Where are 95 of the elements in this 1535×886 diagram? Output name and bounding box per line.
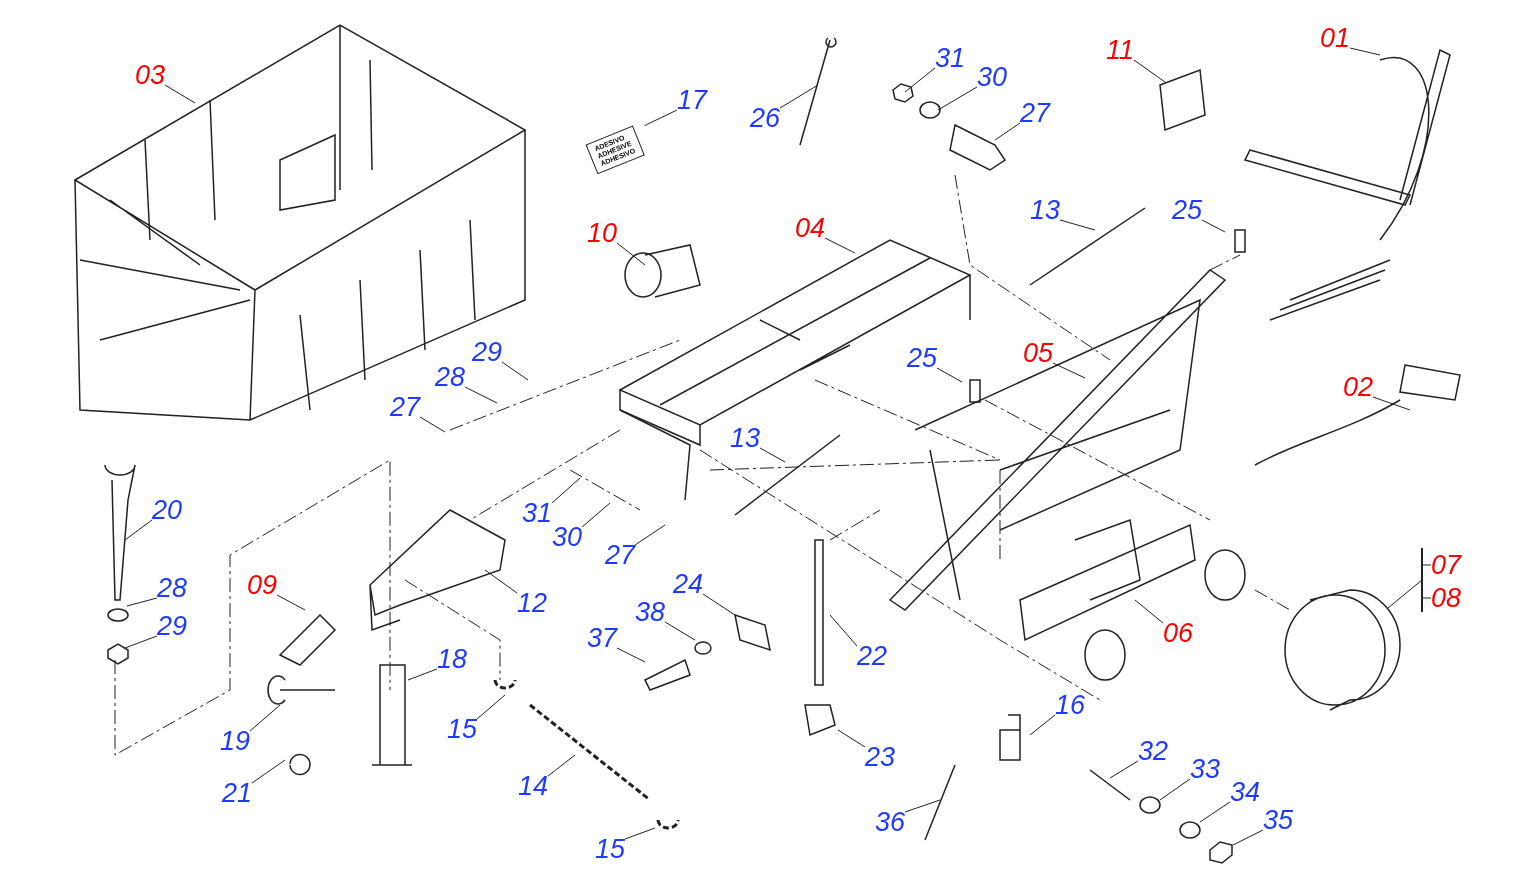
callout-number: 08 xyxy=(1431,584,1461,612)
leader-line xyxy=(904,799,941,813)
leader-line xyxy=(936,367,963,383)
callout-number: 30 xyxy=(552,523,582,551)
callout-number: 18 xyxy=(437,645,467,673)
leader-line xyxy=(276,594,306,611)
leader-line xyxy=(904,67,936,93)
callout-number: 12 xyxy=(517,589,547,617)
leader-line xyxy=(779,84,819,109)
leader-line xyxy=(1422,597,1432,599)
callout-number: 05 xyxy=(1023,339,1053,367)
leader-line xyxy=(249,704,281,732)
callout-number: 34 xyxy=(1230,778,1260,806)
leader-line xyxy=(624,827,656,840)
callout-number: 19 xyxy=(220,727,250,755)
callout-number: 32 xyxy=(1138,737,1168,765)
callout-number: 29 xyxy=(472,338,502,366)
callout-number: 25 xyxy=(907,344,937,372)
leader-line xyxy=(1109,760,1139,779)
callout-number: 22 xyxy=(857,642,887,670)
leader-line xyxy=(547,754,576,777)
leader-line xyxy=(1059,219,1096,231)
callout-number: 20 xyxy=(152,496,182,524)
callout-number: 37 xyxy=(587,624,617,652)
leader-line xyxy=(407,668,438,681)
callout-number: 13 xyxy=(730,424,760,452)
callout-number: 23 xyxy=(865,743,895,771)
leader-line xyxy=(1349,47,1381,56)
leader-line xyxy=(1372,396,1411,411)
callout-number: 16 xyxy=(1055,691,1085,719)
leader-line xyxy=(1199,801,1231,823)
callout-number: 31 xyxy=(935,44,965,72)
leader-line xyxy=(1201,219,1226,233)
leader-line xyxy=(643,109,678,127)
leader-line xyxy=(837,729,866,748)
leader-line xyxy=(702,593,736,616)
leader-line xyxy=(937,86,978,111)
callout-number: 04 xyxy=(795,214,825,242)
leader-line xyxy=(829,614,858,647)
callout-number: 21 xyxy=(222,779,252,807)
callout-number: 28 xyxy=(157,574,187,602)
leader-line xyxy=(476,694,506,720)
callout-number: 07 xyxy=(1431,551,1461,579)
leader-line xyxy=(1232,829,1264,846)
callout-number: 38 xyxy=(635,598,665,626)
leader-line xyxy=(1422,564,1432,566)
callout-number: 26 xyxy=(750,104,780,132)
callout-number: 35 xyxy=(1263,806,1293,834)
callout-number: 13 xyxy=(1030,196,1060,224)
callout-number: 09 xyxy=(247,571,277,599)
leader-line xyxy=(759,447,786,463)
callout-number: 33 xyxy=(1190,755,1220,783)
leader-line xyxy=(994,122,1021,141)
leader-line xyxy=(824,237,856,254)
callout-number: 31 xyxy=(522,499,552,527)
leader-line xyxy=(1029,714,1056,736)
callout-number: 24 xyxy=(673,570,703,598)
callout-number: 02 xyxy=(1343,373,1373,401)
leader-line xyxy=(581,502,611,528)
callout-number: 14 xyxy=(518,772,548,800)
leader-line xyxy=(251,759,286,784)
callout-number: 15 xyxy=(595,835,625,863)
callout-number: 25 xyxy=(1172,196,1202,224)
callout-number: 27 xyxy=(1020,99,1050,127)
leader-line xyxy=(634,524,666,546)
leader-line xyxy=(464,386,498,404)
callout-number: 11 xyxy=(1106,36,1134,64)
leader-line xyxy=(616,647,646,663)
leader-line xyxy=(124,635,158,649)
leader-line xyxy=(124,519,153,541)
leader-line xyxy=(551,477,581,504)
callout-number: 01 xyxy=(1320,24,1350,52)
leader-line xyxy=(664,621,696,641)
callout-number: 29 xyxy=(157,612,187,640)
leader-line xyxy=(484,569,518,594)
leader-line xyxy=(164,84,196,104)
leader-line xyxy=(1134,599,1164,624)
leader-line xyxy=(501,361,529,381)
callout-number: 27 xyxy=(390,393,420,421)
leader-line xyxy=(616,242,646,266)
callout-number: 03 xyxy=(135,61,165,89)
leader-line xyxy=(419,416,446,433)
callout-number: 17 xyxy=(677,86,707,114)
leader-line xyxy=(1133,59,1166,83)
callout-number: 27 xyxy=(605,541,635,569)
callout-number: 15 xyxy=(447,715,477,743)
callout-number: 30 xyxy=(977,63,1007,91)
callout-number: 28 xyxy=(435,363,465,391)
callout-number: 36 xyxy=(875,808,905,836)
callout-number: 06 xyxy=(1163,619,1193,647)
leader-line xyxy=(126,597,158,607)
leader-line xyxy=(1387,579,1423,609)
callout-number: 10 xyxy=(587,219,617,247)
leader-line xyxy=(1159,778,1191,801)
leader-line xyxy=(1052,362,1086,379)
